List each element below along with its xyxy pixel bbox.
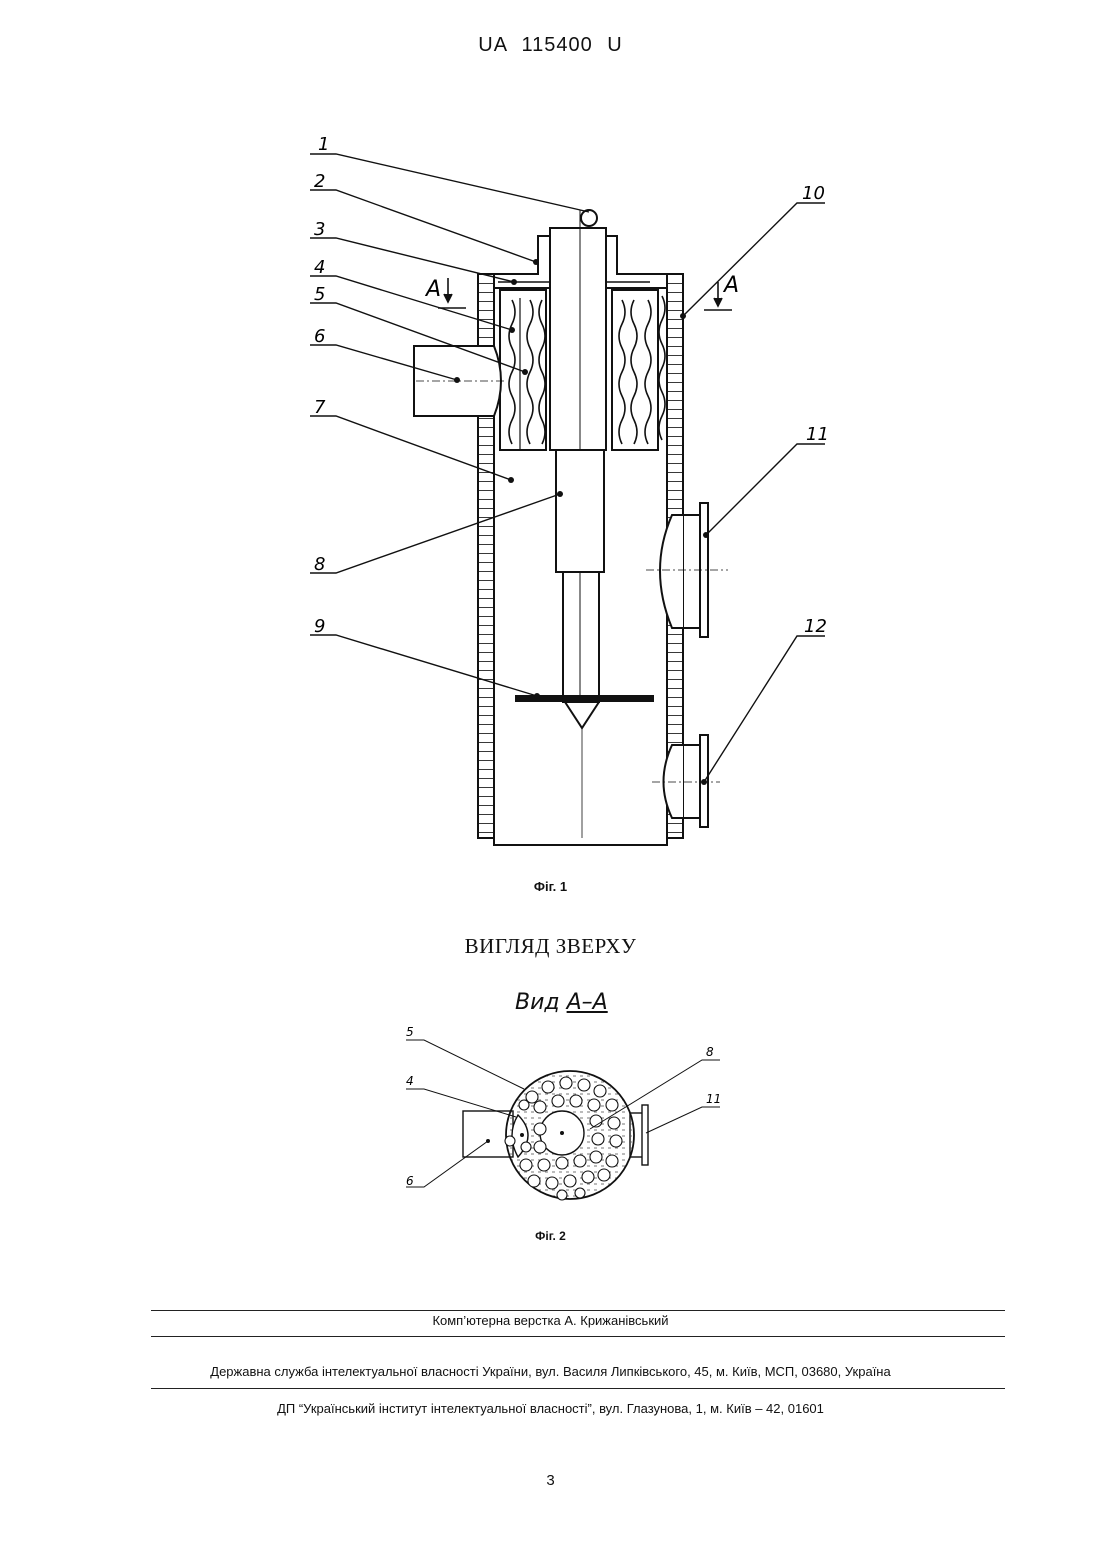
figure-2-caption: Фіг. 2 bbox=[0, 1229, 1101, 1243]
vessel-bottom bbox=[494, 838, 667, 845]
fig2-label-8: 8 bbox=[706, 1045, 714, 1059]
view-section-title: Вид А–А bbox=[515, 990, 635, 1015]
fig1-label-8: 8 bbox=[314, 554, 325, 575]
section-mark-left: A bbox=[424, 277, 441, 302]
fig2-label-6: 6 bbox=[406, 1174, 414, 1188]
fig1-label-2: 2 bbox=[314, 171, 325, 192]
fig1-label-3: 3 bbox=[314, 219, 325, 240]
page-number: 3 bbox=[0, 1472, 1101, 1489]
view-prefix: Вид bbox=[515, 990, 567, 1015]
fig2-label-5: 5 bbox=[406, 1025, 414, 1039]
fig2-label-11: 11 bbox=[706, 1092, 721, 1106]
layout-credit: Комп’ютерна верстка А. Крижанівський bbox=[0, 1313, 1101, 1328]
institute-line: ДП “Український інститут інтелектуальної… bbox=[0, 1401, 1101, 1416]
fig1-label-5: 5 bbox=[314, 284, 325, 305]
view-section: А–А bbox=[567, 990, 608, 1015]
item-8-pipe bbox=[556, 450, 604, 572]
fig2-label-4: 4 bbox=[406, 1074, 414, 1088]
fig1-label-11: 11 bbox=[806, 424, 829, 445]
central-pipe bbox=[550, 228, 606, 450]
office-line: Державна служба інтелектуальної власност… bbox=[0, 1364, 1101, 1379]
footer-rule-top bbox=[151, 1310, 1005, 1311]
item-1-ring bbox=[581, 210, 597, 226]
fig1-label-6: 6 bbox=[314, 326, 325, 347]
fig1-label-7: 7 bbox=[314, 397, 326, 418]
section-mark-right: A bbox=[722, 273, 739, 298]
footer-rule-middle bbox=[151, 1336, 1005, 1337]
fig1-label-10: 10 bbox=[802, 183, 825, 204]
footer-rule-bottom bbox=[151, 1388, 1005, 1389]
fig1-label-9: 9 bbox=[314, 616, 325, 637]
item-11-nozzle bbox=[660, 515, 683, 628]
fig1-label-1: 1 bbox=[318, 134, 329, 155]
view-title: ВИГЛЯД ЗВЕРХУ bbox=[0, 934, 1101, 959]
fig1-label-12: 12 bbox=[804, 616, 827, 637]
cone-tip bbox=[565, 702, 599, 728]
figure-2-drawing: 5 4 8 11 6 bbox=[390, 1025, 740, 1225]
fig1-label-4: 4 bbox=[314, 257, 325, 278]
figure-1-drawing: A A 1 2 3 4 5 6 7 8 9 10 11 12 bbox=[0, 0, 1101, 870]
figure-1-caption: Фіг. 1 bbox=[0, 879, 1101, 894]
